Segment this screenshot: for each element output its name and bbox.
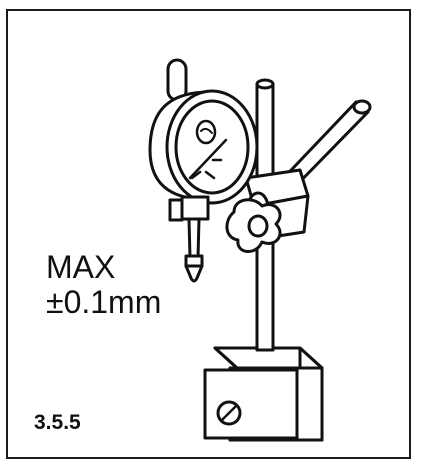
contact-point <box>184 264 204 283</box>
clamp-star-knob <box>225 198 282 253</box>
magnetic-base <box>203 346 324 442</box>
dial-needle <box>188 138 228 180</box>
tolerance-label-value: ±0.1mm <box>46 284 162 320</box>
dial-gauge <box>148 58 259 283</box>
tolerance-label-max: MAX <box>46 249 116 285</box>
sub-dial <box>195 119 217 145</box>
figure-number: 3.5.5 <box>34 411 81 434</box>
gauge-stem <box>180 195 210 221</box>
